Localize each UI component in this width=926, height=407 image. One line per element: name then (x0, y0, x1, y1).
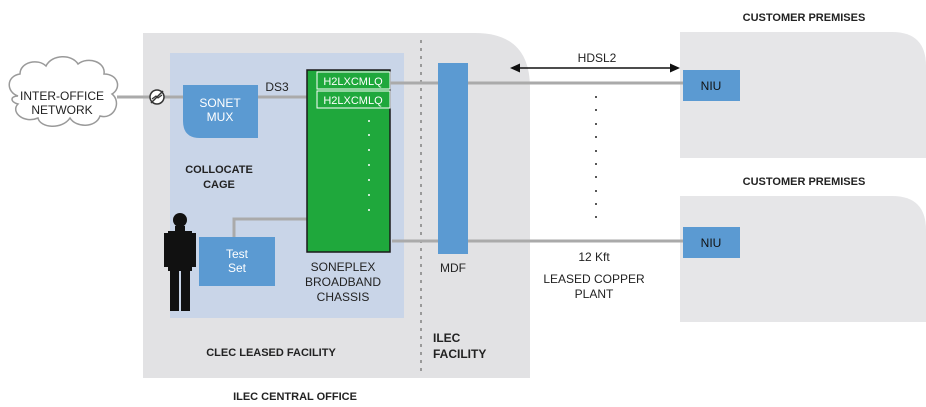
technician-figure (164, 213, 196, 311)
chassis-label-line1: SONEPLEX (311, 260, 376, 274)
optical-connector-icon (149, 89, 165, 105)
central-office-label: ILEC CENTRAL OFFICE (233, 391, 357, 403)
ilec-facility-label-line1: ILEC (433, 331, 461, 345)
ilec-facility-label-line2: FACILITY (433, 347, 486, 361)
test-set-label-line1: Test (226, 247, 249, 261)
hdsl2-arrow (510, 63, 680, 73)
leased-copper-label-line1: LEASED COPPER (543, 272, 645, 286)
niu-bottom-label: NIU (701, 236, 722, 250)
niu-bottom (683, 227, 740, 258)
leased-copper-label-line2: PLANT (575, 287, 614, 301)
chassis-card-1-label: H2LXCMLQ (323, 76, 383, 88)
niu-top (683, 70, 740, 101)
chassis-card-1 (316, 71, 391, 90)
distance-label: 12 Kft (578, 250, 610, 264)
niu-top-label: NIU (701, 79, 722, 93)
chassis-continuation-dots (368, 120, 370, 211)
clec-facility-label: CLEC LEASED FACILITY (206, 347, 336, 359)
cloud-label-line2: NETWORK (31, 103, 92, 117)
test-set-link (232, 217, 307, 237)
collocate-label-line1: COLLOCATE (185, 164, 253, 176)
loop-continuation-dots (595, 96, 597, 218)
test-set (199, 237, 275, 286)
customer-premises-label-bottom: CUSTOMER PREMISES (743, 176, 866, 188)
chassis-card-2 (316, 90, 391, 109)
inter-office-network-cloud (8, 56, 119, 127)
test-set-label-line2: Set (228, 261, 247, 275)
customer-premises-top (680, 32, 926, 158)
chassis-card-2-label: H2LXCMLQ (323, 95, 383, 107)
ds3-label: DS3 (265, 80, 289, 94)
mdf-frame (438, 63, 468, 254)
sonet-mux (183, 85, 258, 138)
mdf-label: MDF (440, 261, 466, 275)
customer-premises-label-top: CUSTOMER PREMISES (743, 12, 866, 24)
cloud-label-line1: INTER-OFFICE (20, 89, 104, 103)
collocate-label-line2: CAGE (203, 179, 235, 191)
chassis-label-line2: BROADBAND (305, 275, 381, 289)
sonet-mux-label-line2: MUX (207, 110, 234, 124)
sonet-mux-label-line1: SONET (199, 96, 241, 110)
chassis-label-line3: CHASSIS (317, 290, 370, 304)
customer-premises-bottom (680, 196, 926, 322)
hdsl2-label: HDSL2 (578, 51, 617, 65)
